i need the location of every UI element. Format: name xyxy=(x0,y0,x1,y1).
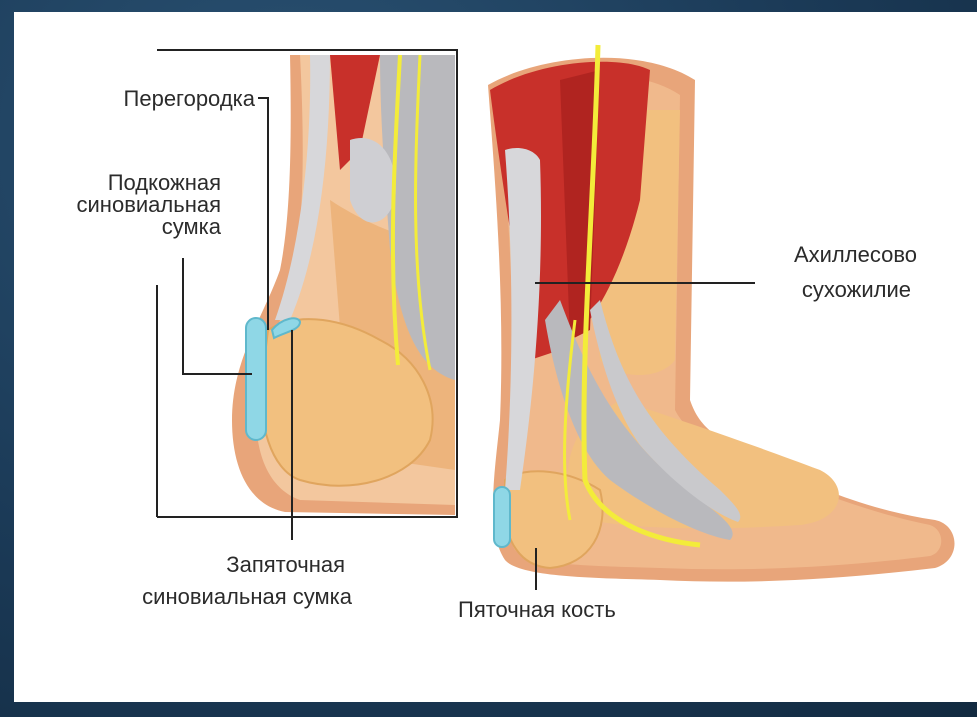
label-septum: Перегородка xyxy=(124,86,256,111)
retrocalcaneal-bursa xyxy=(494,487,510,547)
subcutaneous-bursa-leader xyxy=(183,258,252,374)
heel-detail-inset xyxy=(157,50,457,517)
label-achilles-line1: Ахиллесово xyxy=(794,242,917,267)
label-retrocalcaneal-bursa-line2: синовиальная сумка xyxy=(142,584,353,609)
subcutaneous-bursa-detail xyxy=(246,318,266,440)
label-subcutaneous-bursa-line3: сумка xyxy=(162,214,222,239)
label-retrocalcaneal-bursa-line1: Запяточная xyxy=(226,552,345,577)
ankle-side-view xyxy=(488,45,955,582)
label-achilles-line2: сухожилие xyxy=(802,277,911,302)
label-calcaneus: Пяточная кость xyxy=(458,597,616,622)
septum-leader xyxy=(258,98,268,330)
